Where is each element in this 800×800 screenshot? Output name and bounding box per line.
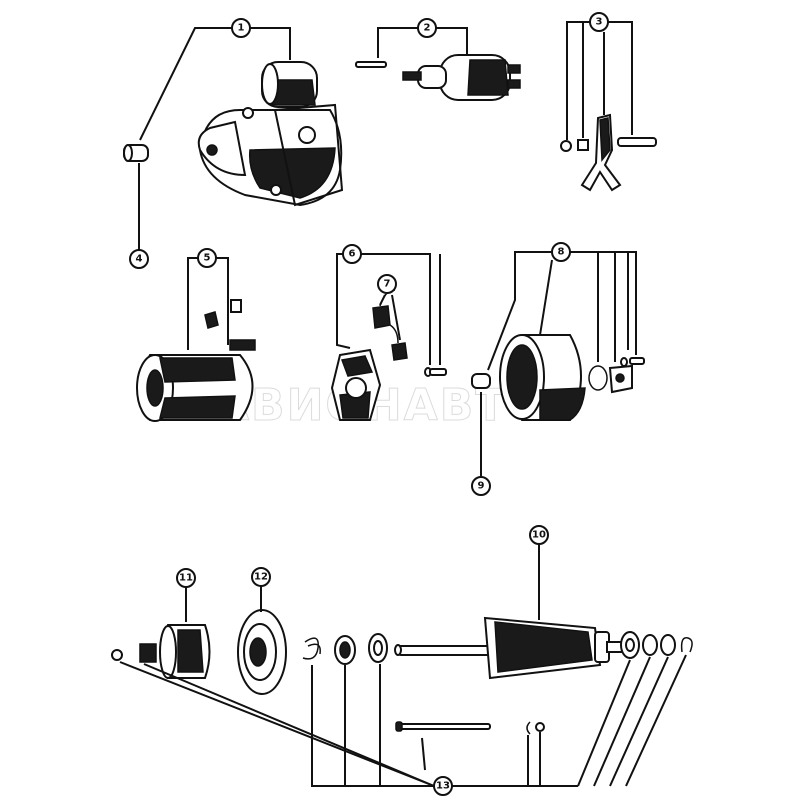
armature-icon bbox=[394, 616, 626, 680]
callout-5: 5 bbox=[197, 248, 217, 268]
svg-text:9: 9 bbox=[478, 481, 485, 492]
svg-text:8: 8 bbox=[558, 247, 565, 258]
solenoid-icon bbox=[355, 54, 521, 101]
svg-text:1: 1 bbox=[238, 23, 245, 34]
callout-6: 6 bbox=[342, 244, 362, 264]
bushing-icon bbox=[123, 144, 149, 162]
end-housing-icon bbox=[499, 334, 645, 421]
washer-icon bbox=[302, 631, 693, 735]
leader-lines bbox=[119, 21, 687, 787]
watermark: АВИОНАВТО bbox=[215, 380, 547, 431]
callout-4: 4 bbox=[129, 249, 149, 269]
starter-motor-icon bbox=[197, 61, 344, 207]
drive-end-plate-icon bbox=[237, 609, 287, 695]
callout-11: 11 bbox=[176, 568, 196, 588]
callout-13: 13 bbox=[433, 776, 453, 796]
svg-text:6: 6 bbox=[349, 249, 356, 260]
callout-9: 9 bbox=[471, 476, 491, 496]
field-frame-icon bbox=[136, 299, 256, 422]
svg-text:11: 11 bbox=[179, 573, 193, 584]
brush-holder-icon bbox=[330, 348, 382, 421]
pinion-drive-icon bbox=[111, 624, 211, 679]
callout-2: 2 bbox=[417, 18, 437, 38]
svg-text:2: 2 bbox=[424, 23, 431, 34]
callout-3: 3 bbox=[589, 12, 609, 32]
svg-text:12: 12 bbox=[254, 572, 268, 583]
svg-text:10: 10 bbox=[532, 530, 546, 541]
callout-7: 7 bbox=[377, 274, 397, 294]
callout-10: 10 bbox=[529, 525, 549, 545]
bushing-icon bbox=[471, 373, 491, 389]
shift-fork-icon bbox=[560, 113, 657, 192]
svg-text:3: 3 bbox=[596, 17, 603, 28]
svg-text:5: 5 bbox=[204, 253, 211, 264]
svg-text:7: 7 bbox=[384, 279, 391, 290]
callout-8: 8 bbox=[551, 242, 571, 262]
svg-text:13: 13 bbox=[436, 781, 450, 792]
brush-icon bbox=[372, 289, 408, 361]
washer-icon bbox=[424, 367, 447, 377]
through-bolt-icon bbox=[395, 721, 491, 732]
callout-12: 12 bbox=[251, 567, 271, 587]
callout-1: 1 bbox=[231, 18, 251, 38]
svg-text:4: 4 bbox=[136, 254, 143, 265]
